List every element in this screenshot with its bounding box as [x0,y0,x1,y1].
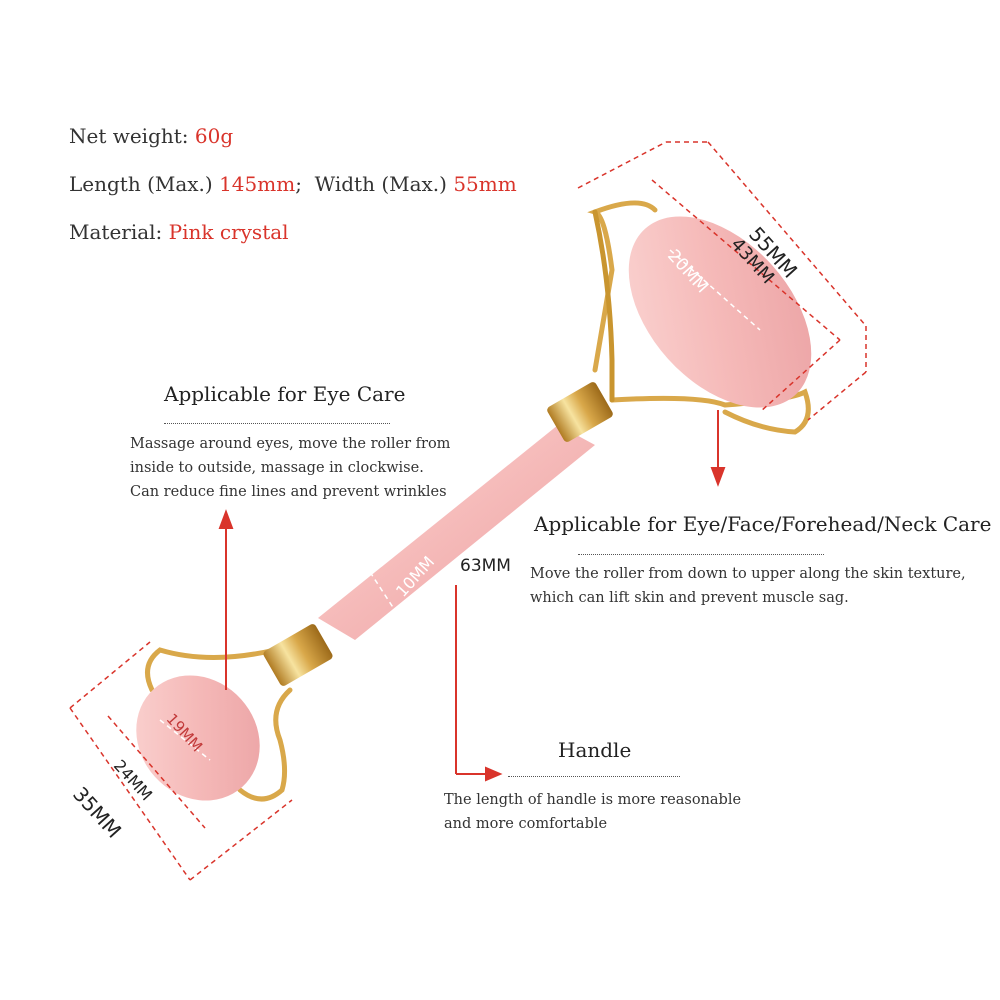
handle-description: The length of handle is more reasonable … [444,788,741,836]
diameter-lines [159,249,761,761]
face-care-description: Move the roller from down to upper along… [530,562,966,610]
face-care-line: which can lift skin and prevent muscle s… [530,590,849,606]
gold-cap-top [547,382,613,442]
spec-width-value: 55mm [453,172,517,196]
dim-handle-length: 63MM [460,556,511,576]
spec-dimensions: Length (Max.) 145mm; Width (Max.) 55mm [69,172,517,196]
handle-line: and more comfortable [444,816,608,832]
eye-care-line: Can reduce fine lines and prevent wrinkl… [130,484,447,500]
spec-length-value: 145mm [219,172,296,196]
arrow-handle [455,585,503,782]
handle [318,425,595,640]
spec-length-label: Length (Max.) [69,172,220,196]
spec-material: Material: Pink crystal [69,220,289,244]
large-roller [628,216,812,408]
eye-care-line: Massage around eyes, move the roller fro… [130,436,451,452]
small-roller [136,675,260,801]
gold-cap-bottom [263,624,333,686]
arrow-face-care [710,410,726,487]
spec-material-value: Pink crystal [168,220,289,244]
handle-title: Handle [558,738,632,762]
face-care-divider [578,554,824,555]
spec-separator: ; [295,172,315,196]
eye-care-title: Applicable for Eye Care [164,382,406,406]
face-care-title: Applicable for Eye/Face/Forehead/Neck Ca… [534,512,992,536]
face-care-line: Move the roller from down to upper along… [530,566,966,582]
large-frame-wire-b [592,209,615,403]
eye-care-divider [164,423,390,424]
small-frame-wire [145,647,293,802]
handle-line: The length of handle is more reasonable [444,792,742,808]
arrow-eye-care [218,509,234,690]
eye-care-description: Massage around eyes, move the roller fro… [130,432,450,504]
spec-weight-value: 60g [194,124,234,148]
spec-weight-label: Net weight: [69,124,195,148]
eye-care-line: inside to outside, massage in clockwise. [130,460,424,476]
handle-divider [508,776,680,777]
spec-width-label: Width (Max.) [314,172,454,196]
spec-material-label: Material: [69,220,169,244]
dimension-lines [69,141,867,881]
spec-weight: Net weight: 60g [69,124,233,148]
